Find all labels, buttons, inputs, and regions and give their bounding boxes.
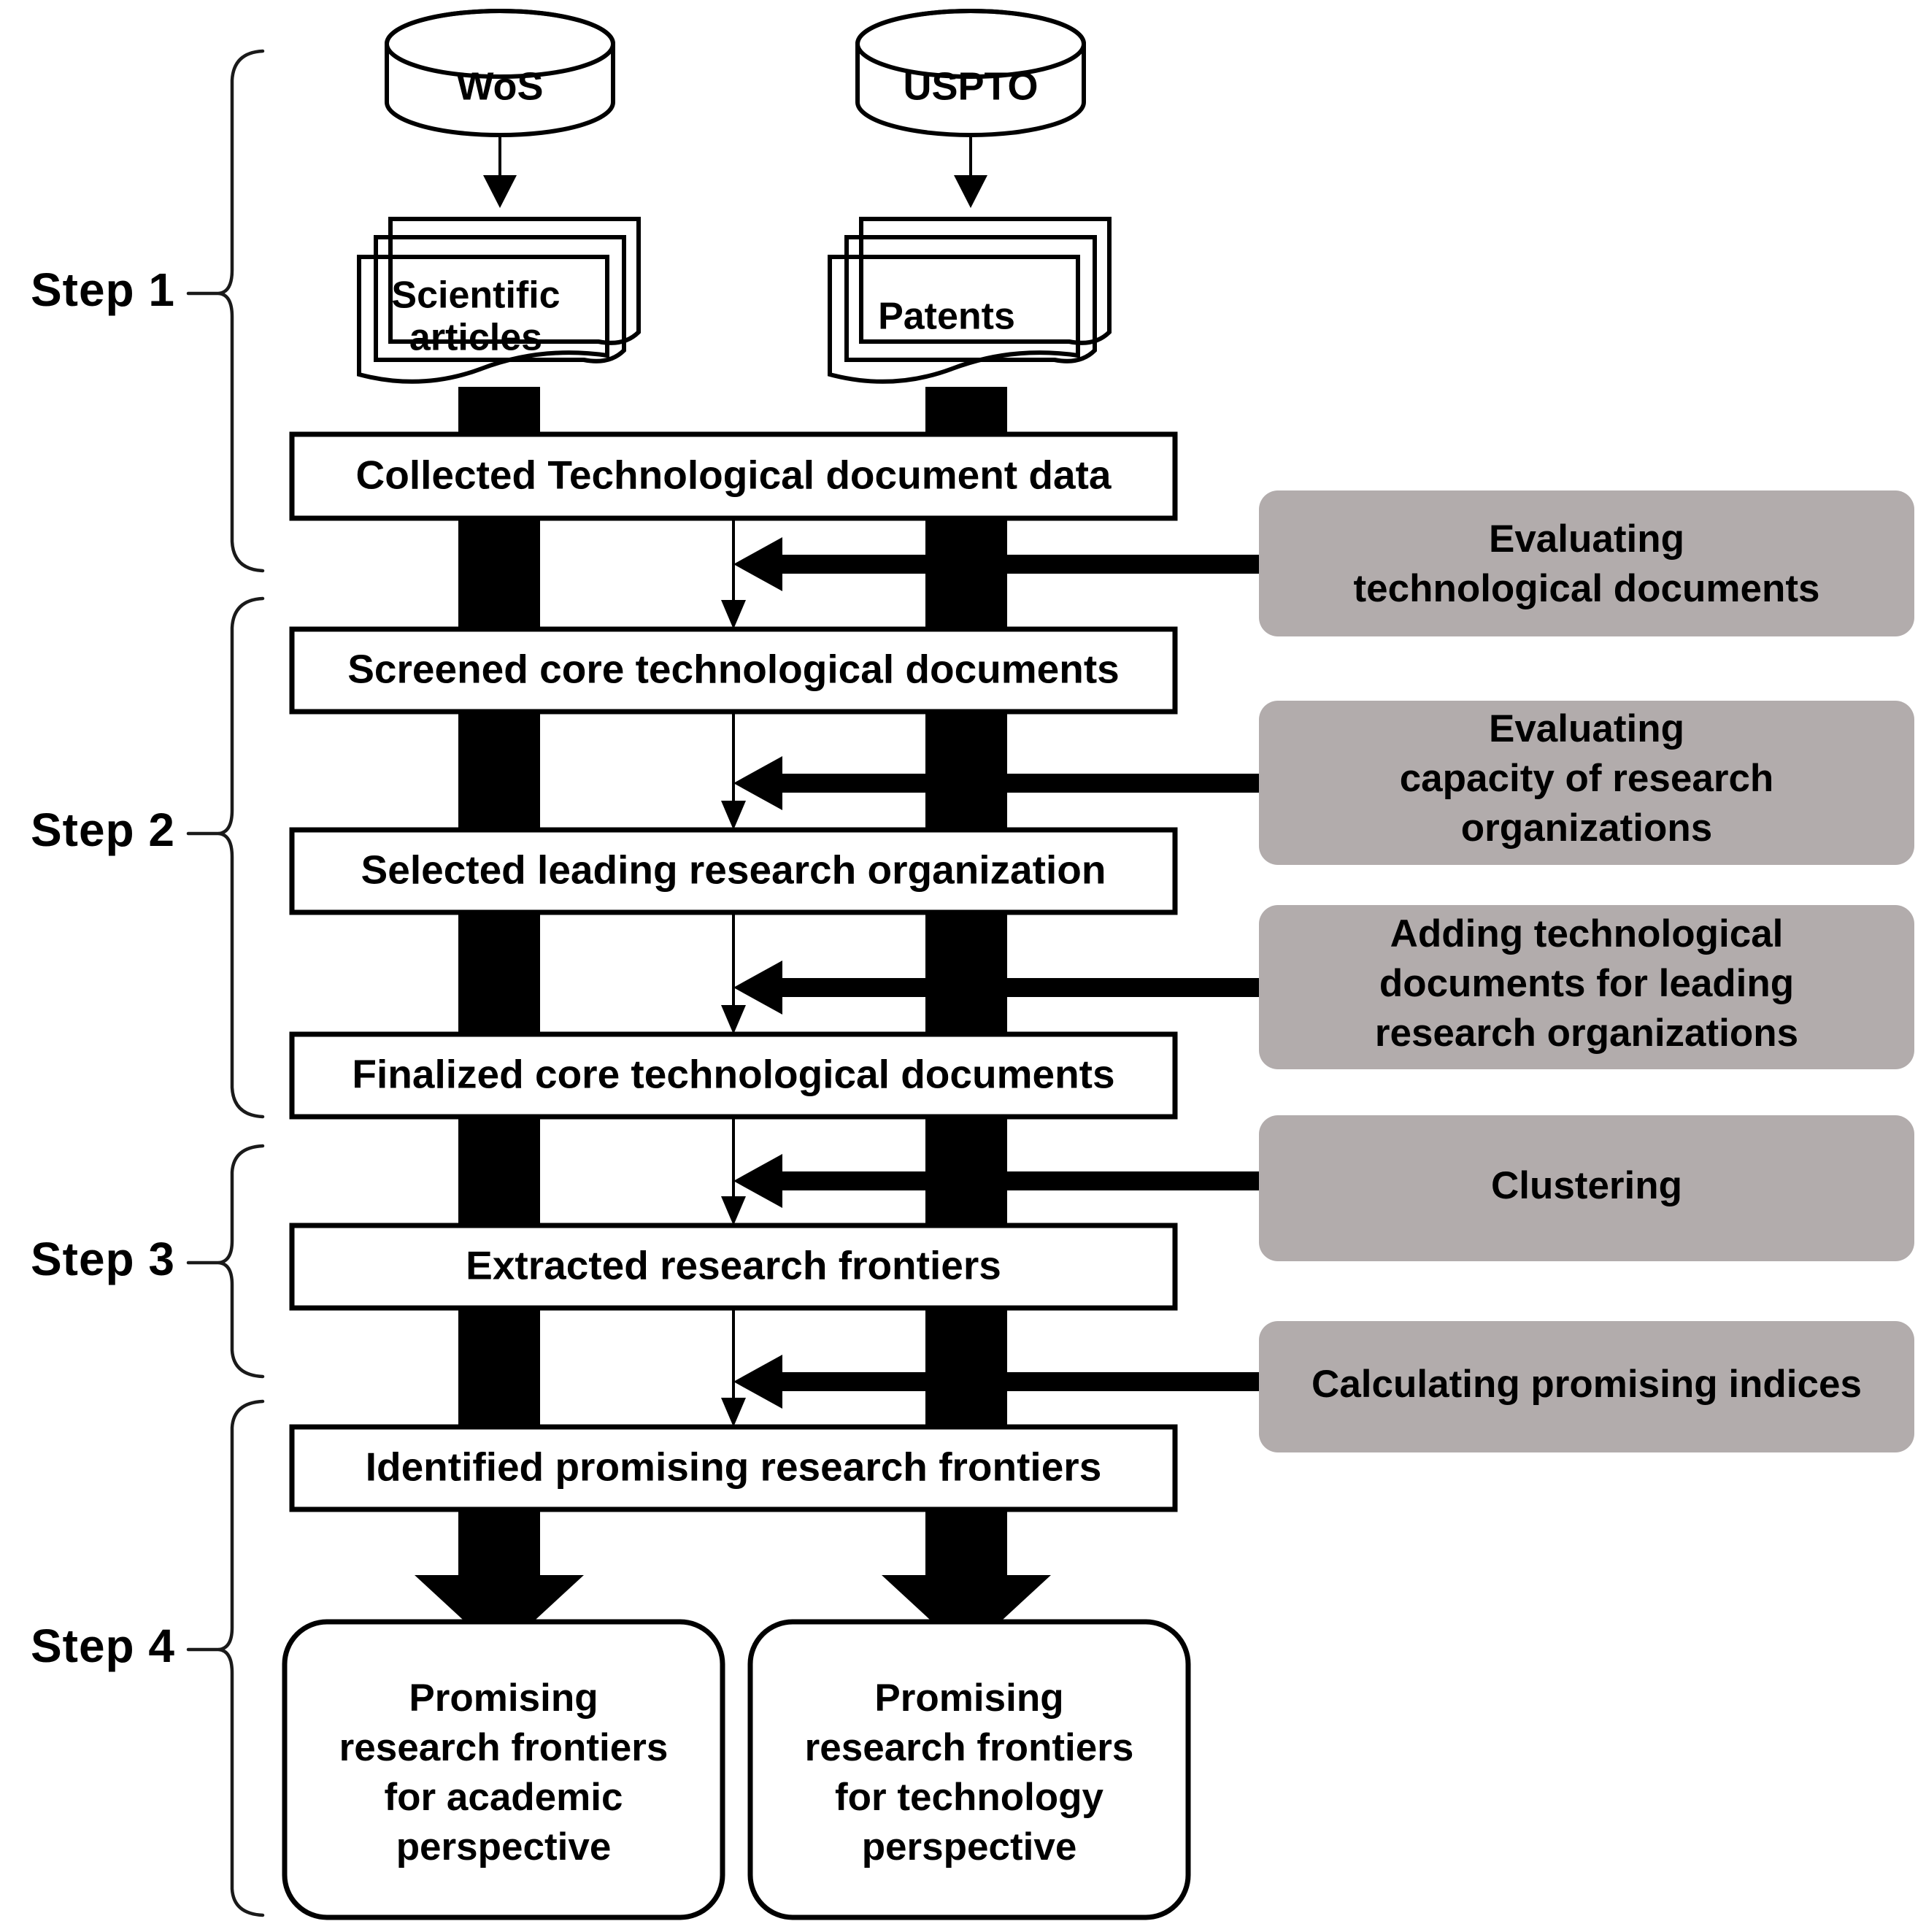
step-brace-4	[217, 1399, 265, 1917]
side-action-2-line2: capacity of research	[1400, 757, 1774, 800]
step-label-1: Step 1	[31, 263, 175, 316]
side-action-box-2[interactable]: Evaluating capacity of research organiza…	[1259, 701, 1914, 865]
center-arrow-2	[721, 712, 746, 830]
document-stack-label-patents: Patents	[878, 296, 1015, 338]
side-action-3-line3: research organizations	[1375, 1012, 1798, 1055]
output-box-technology-line2: research frontiers	[805, 1726, 1134, 1769]
output-box-academic-line2: research frontiers	[339, 1726, 669, 1769]
output-box-academic[interactable]: Promising research frontiers for academi…	[282, 1619, 725, 1920]
process-box-6[interactable]: Identified promising research frontiers	[289, 1424, 1178, 1512]
process-box-5-label: Extracted research frontiers	[466, 1243, 1001, 1288]
side-action-4-line1: Clustering	[1491, 1164, 1682, 1207]
arrow-uspto-to-patents	[954, 135, 987, 208]
output-box-academic-line3: for academic	[385, 1776, 623, 1819]
database-cylinder-wos: WoS	[385, 9, 615, 137]
output-box-technology-line3: for technology	[835, 1776, 1104, 1819]
document-stack-label-line2: articles	[409, 317, 542, 359]
side-action-2-line1: Evaluating	[1489, 707, 1684, 750]
step-label-3: Step 3	[31, 1233, 175, 1285]
left-spine-bar	[458, 387, 540, 1525]
database-label-wos: WoS	[457, 64, 544, 108]
side-action-3-line1: Adding technological	[1390, 912, 1784, 955]
database-label-uspto: USPTO	[903, 64, 1038, 108]
output-box-technology-line1: Promising	[874, 1677, 1063, 1720]
side-action-box-4[interactable]: Clustering	[1259, 1115, 1914, 1261]
side-action-5-line1: Calculating promising indices	[1311, 1363, 1862, 1406]
database-cylinder-top-wos	[385, 9, 615, 79]
process-box-4[interactable]: Finalized core technological documents	[289, 1031, 1178, 1120]
side-arrow-5	[733, 1355, 1259, 1409]
document-stack-label-line1: Scientific	[391, 274, 560, 317]
output-box-technology[interactable]: Promising research frontiers for technol…	[747, 1619, 1191, 1920]
document-stack-scientific-articles: Scientific articles	[357, 217, 641, 384]
database-cylinder-uspto: USPTO	[855, 9, 1086, 137]
arrow-wos-to-articles	[483, 135, 517, 208]
side-action-box-1[interactable]: Evaluating technological documents	[1259, 490, 1914, 636]
process-box-4-label: Finalized core technological documents	[352, 1052, 1114, 1097]
process-box-1[interactable]: Collected Technological document data	[289, 431, 1178, 521]
document-stack-patents: Patents	[828, 217, 1112, 384]
block-arrow-to-output-1	[415, 1509, 584, 1653]
center-arrow-1	[721, 518, 746, 629]
block-arrow-to-output-2	[882, 1509, 1051, 1653]
center-arrow-5	[721, 1306, 746, 1427]
process-box-5[interactable]: Extracted research frontiers	[289, 1223, 1178, 1311]
right-spine-bar	[925, 387, 1007, 1525]
step-label-2: Step 2	[31, 804, 175, 856]
step-brace-2	[217, 596, 265, 1119]
side-arrow-3	[733, 961, 1259, 1015]
output-box-academic-line1: Promising	[409, 1677, 598, 1720]
side-action-2-line3: organizations	[1461, 807, 1713, 850]
output-box-technology-line4: perspective	[862, 1825, 1077, 1869]
step-brace-3	[217, 1144, 265, 1379]
side-action-box-5[interactable]: Calculating promising indices	[1259, 1321, 1914, 1452]
side-arrow-4	[733, 1154, 1259, 1208]
center-arrow-3	[721, 912, 746, 1034]
process-box-2[interactable]: Screened core technological documents	[289, 626, 1178, 715]
step-label-4: Step 4	[31, 1620, 175, 1672]
step-brace-1	[217, 49, 265, 573]
side-arrow-1	[733, 537, 1259, 591]
side-arrow-2	[733, 756, 1259, 810]
process-box-2-label: Screened core technological documents	[347, 647, 1120, 692]
process-box-3[interactable]: Selected leading research organization	[289, 827, 1178, 915]
database-cylinder-top-uspto	[855, 9, 1086, 79]
center-arrow-4	[721, 1115, 746, 1225]
process-box-6-label: Identified promising research frontiers	[366, 1444, 1102, 1490]
side-action-box-3[interactable]: Adding technological documents for leadi…	[1259, 905, 1914, 1069]
side-action-1-line2: technological documents	[1353, 567, 1819, 610]
side-action-3-line2: documents for leading	[1379, 962, 1794, 1005]
process-box-3-label: Selected leading research organization	[361, 847, 1106, 893]
output-box-academic-line4: perspective	[396, 1825, 612, 1869]
process-box-1-label: Collected Technological document data	[356, 453, 1112, 498]
side-action-1-line1: Evaluating	[1489, 517, 1684, 561]
